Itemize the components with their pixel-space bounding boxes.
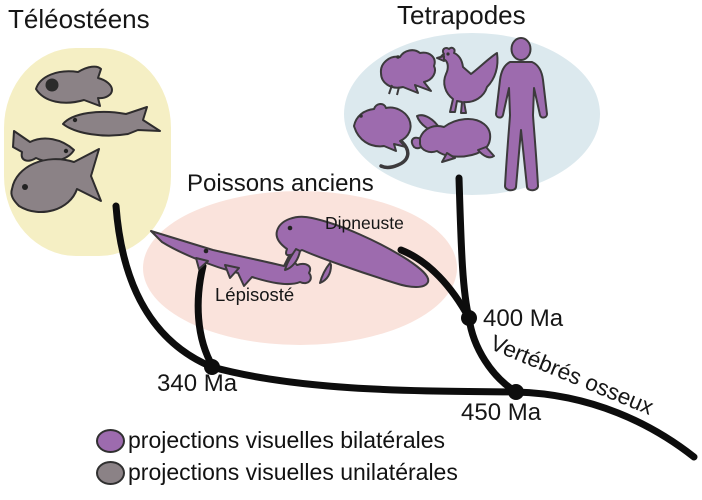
turtle-icon bbox=[419, 118, 492, 158]
fish-eye-icon bbox=[22, 184, 28, 190]
lepisoste-fish-icon bbox=[150, 230, 312, 287]
ancient-fish-title: Poissons anciens bbox=[187, 170, 374, 197]
branch-lepisoste bbox=[194, 262, 217, 371]
chicken-eye-icon bbox=[446, 52, 450, 56]
frog-eye-icon bbox=[396, 55, 400, 59]
human-head-icon bbox=[510, 37, 532, 61]
turtle-flipper-icon bbox=[441, 152, 456, 163]
legend: projections visuelles bilatérales projec… bbox=[96, 427, 458, 486]
node-label-450ma: 450 Ma bbox=[461, 399, 542, 426]
node-dot-400 bbox=[461, 310, 477, 326]
fish-eye-icon bbox=[63, 148, 69, 154]
dipneuste-fin-icon bbox=[319, 262, 332, 284]
branch-teleosts bbox=[112, 202, 216, 371]
teleost-fishes bbox=[10, 65, 161, 214]
turtle-flipper-icon bbox=[477, 146, 495, 159]
frog-legs-icon bbox=[388, 84, 400, 96]
chicken-icon bbox=[439, 46, 499, 114]
legend-row-bilateral: projections visuelles bilatérales bbox=[96, 427, 458, 454]
branch-dipneuste bbox=[397, 246, 473, 322]
tree-branches bbox=[112, 174, 698, 461]
dipneuste-fin-icon bbox=[284, 248, 301, 271]
legend-bilateral-label: projections visuelles bilatérales bbox=[128, 427, 446, 453]
dipneuste-fish-icon bbox=[275, 215, 430, 288]
node-dot-450 bbox=[508, 384, 524, 400]
ancient-fishes bbox=[150, 215, 430, 288]
legend-row-unilateral: projections visuelles unilatérales bbox=[96, 459, 458, 486]
teleosts-title: Téléostéens bbox=[8, 4, 150, 34]
chicken-beak-icon bbox=[436, 55, 445, 62]
branch-tetrapods bbox=[455, 174, 473, 322]
fish-eye-icon bbox=[203, 248, 209, 254]
branch-trunk bbox=[208, 363, 698, 461]
bilateral-swatch-icon bbox=[96, 428, 125, 453]
human-body-icon bbox=[495, 61, 548, 192]
tetrapod-animals bbox=[353, 37, 548, 192]
fish-eye-icon bbox=[72, 117, 78, 123]
mouse-icon bbox=[353, 103, 412, 152]
unilateral-swatch-icon bbox=[96, 460, 125, 485]
tree-nodes bbox=[204, 310, 524, 400]
lepisoste-fin-icon bbox=[224, 264, 240, 279]
mouse-tail-icon bbox=[379, 140, 410, 170]
lepisoste-label: Lépisosté bbox=[215, 284, 295, 305]
branch-400-450 bbox=[465, 314, 520, 396]
legend-unilateral-label: projections visuelles unilatérales bbox=[128, 459, 458, 485]
mouse-eye-icon bbox=[359, 114, 363, 118]
frog-icon bbox=[379, 49, 436, 94]
node-label-340ma: 340 Ma bbox=[157, 370, 238, 397]
gray-fish-4-icon bbox=[10, 148, 102, 214]
node-dot-340 bbox=[204, 359, 220, 375]
gray-fish-1-icon bbox=[35, 65, 113, 107]
dipneuste-label: Dipneuste bbox=[325, 213, 404, 233]
node-label-400ma: 400 Ma bbox=[483, 305, 564, 332]
lepisoste-fin-icon bbox=[195, 257, 209, 270]
gray-fish-2-icon bbox=[62, 106, 161, 137]
fish-eye-icon bbox=[45, 78, 59, 92]
tetrapods-title: Tetrapodes bbox=[397, 0, 526, 30]
fish-eye-icon bbox=[287, 225, 293, 231]
